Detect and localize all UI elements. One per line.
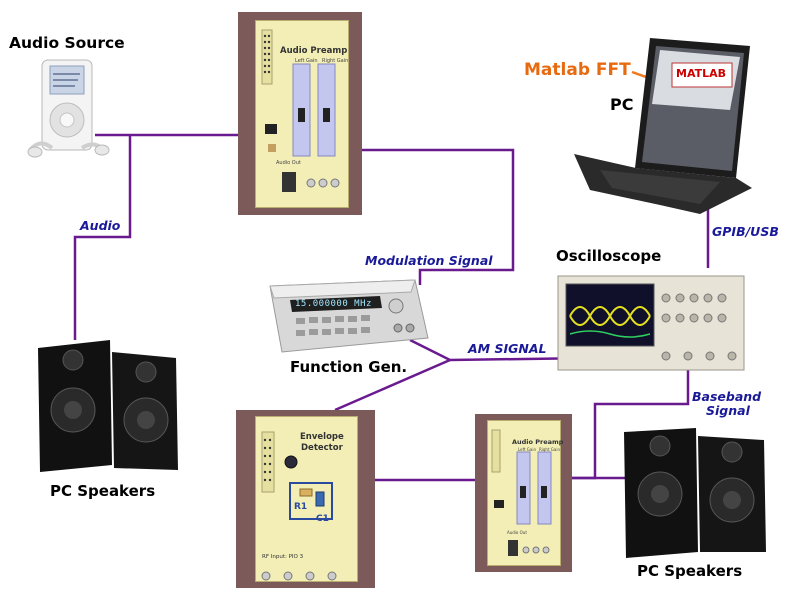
preamp-bottom-title: Audio Preamp [512, 438, 564, 446]
envelope-title-2: Detector [301, 443, 343, 453]
baseband-signal-label-2: Signal [706, 403, 750, 418]
wire-audio-to-speakers [73, 135, 132, 340]
preamp-bottom-left-gain: Left Gain [518, 447, 536, 452]
preamp-top-title: Audio Preamp [280, 46, 348, 56]
pc-label: PC [610, 95, 634, 114]
function-gen-label: Function Gen. [290, 358, 408, 376]
envelope-detector-board [236, 410, 375, 588]
envelope-title-1: Envelope [300, 432, 344, 442]
matlab-fft-label: Matlab FFT [524, 60, 631, 80]
baseband-signal-label-1: Baseband [692, 389, 762, 404]
function-gen-display: 15.000000 MHz [295, 299, 372, 309]
modulation-signal-label: Modulation Signal [365, 253, 493, 268]
envelope-r1: R1 [294, 502, 308, 512]
am-signal-label: AM SIGNAL [468, 341, 547, 356]
audio-source-label: Audio Source [9, 34, 125, 52]
matlab-screen-label: MATLAB [676, 67, 727, 80]
preamp-top-audio-out: Audio Out [276, 160, 301, 166]
gpib-usb-label: GPIB/USB [712, 224, 779, 239]
oscilloscope-label: Oscilloscope [556, 247, 662, 265]
wire-modulation [362, 148, 515, 285]
preamp-bottom-right-gain: Right Gain [539, 447, 561, 452]
wire-am-to-envelope [334, 358, 451, 412]
preamp-top-left-gain: Left Gain [295, 58, 318, 64]
preamp-bottom-audio-out: Audio Out [507, 530, 527, 535]
preamp-top-right-gain: Right Gain [322, 58, 349, 64]
pc-speakers-right-label: PC Speakers [637, 562, 743, 580]
audio-signal-label: Audio [80, 218, 121, 233]
pc-speakers-left-label: PC Speakers [50, 482, 156, 500]
envelope-rf-input: RF Input: PIO 3 [262, 554, 304, 560]
